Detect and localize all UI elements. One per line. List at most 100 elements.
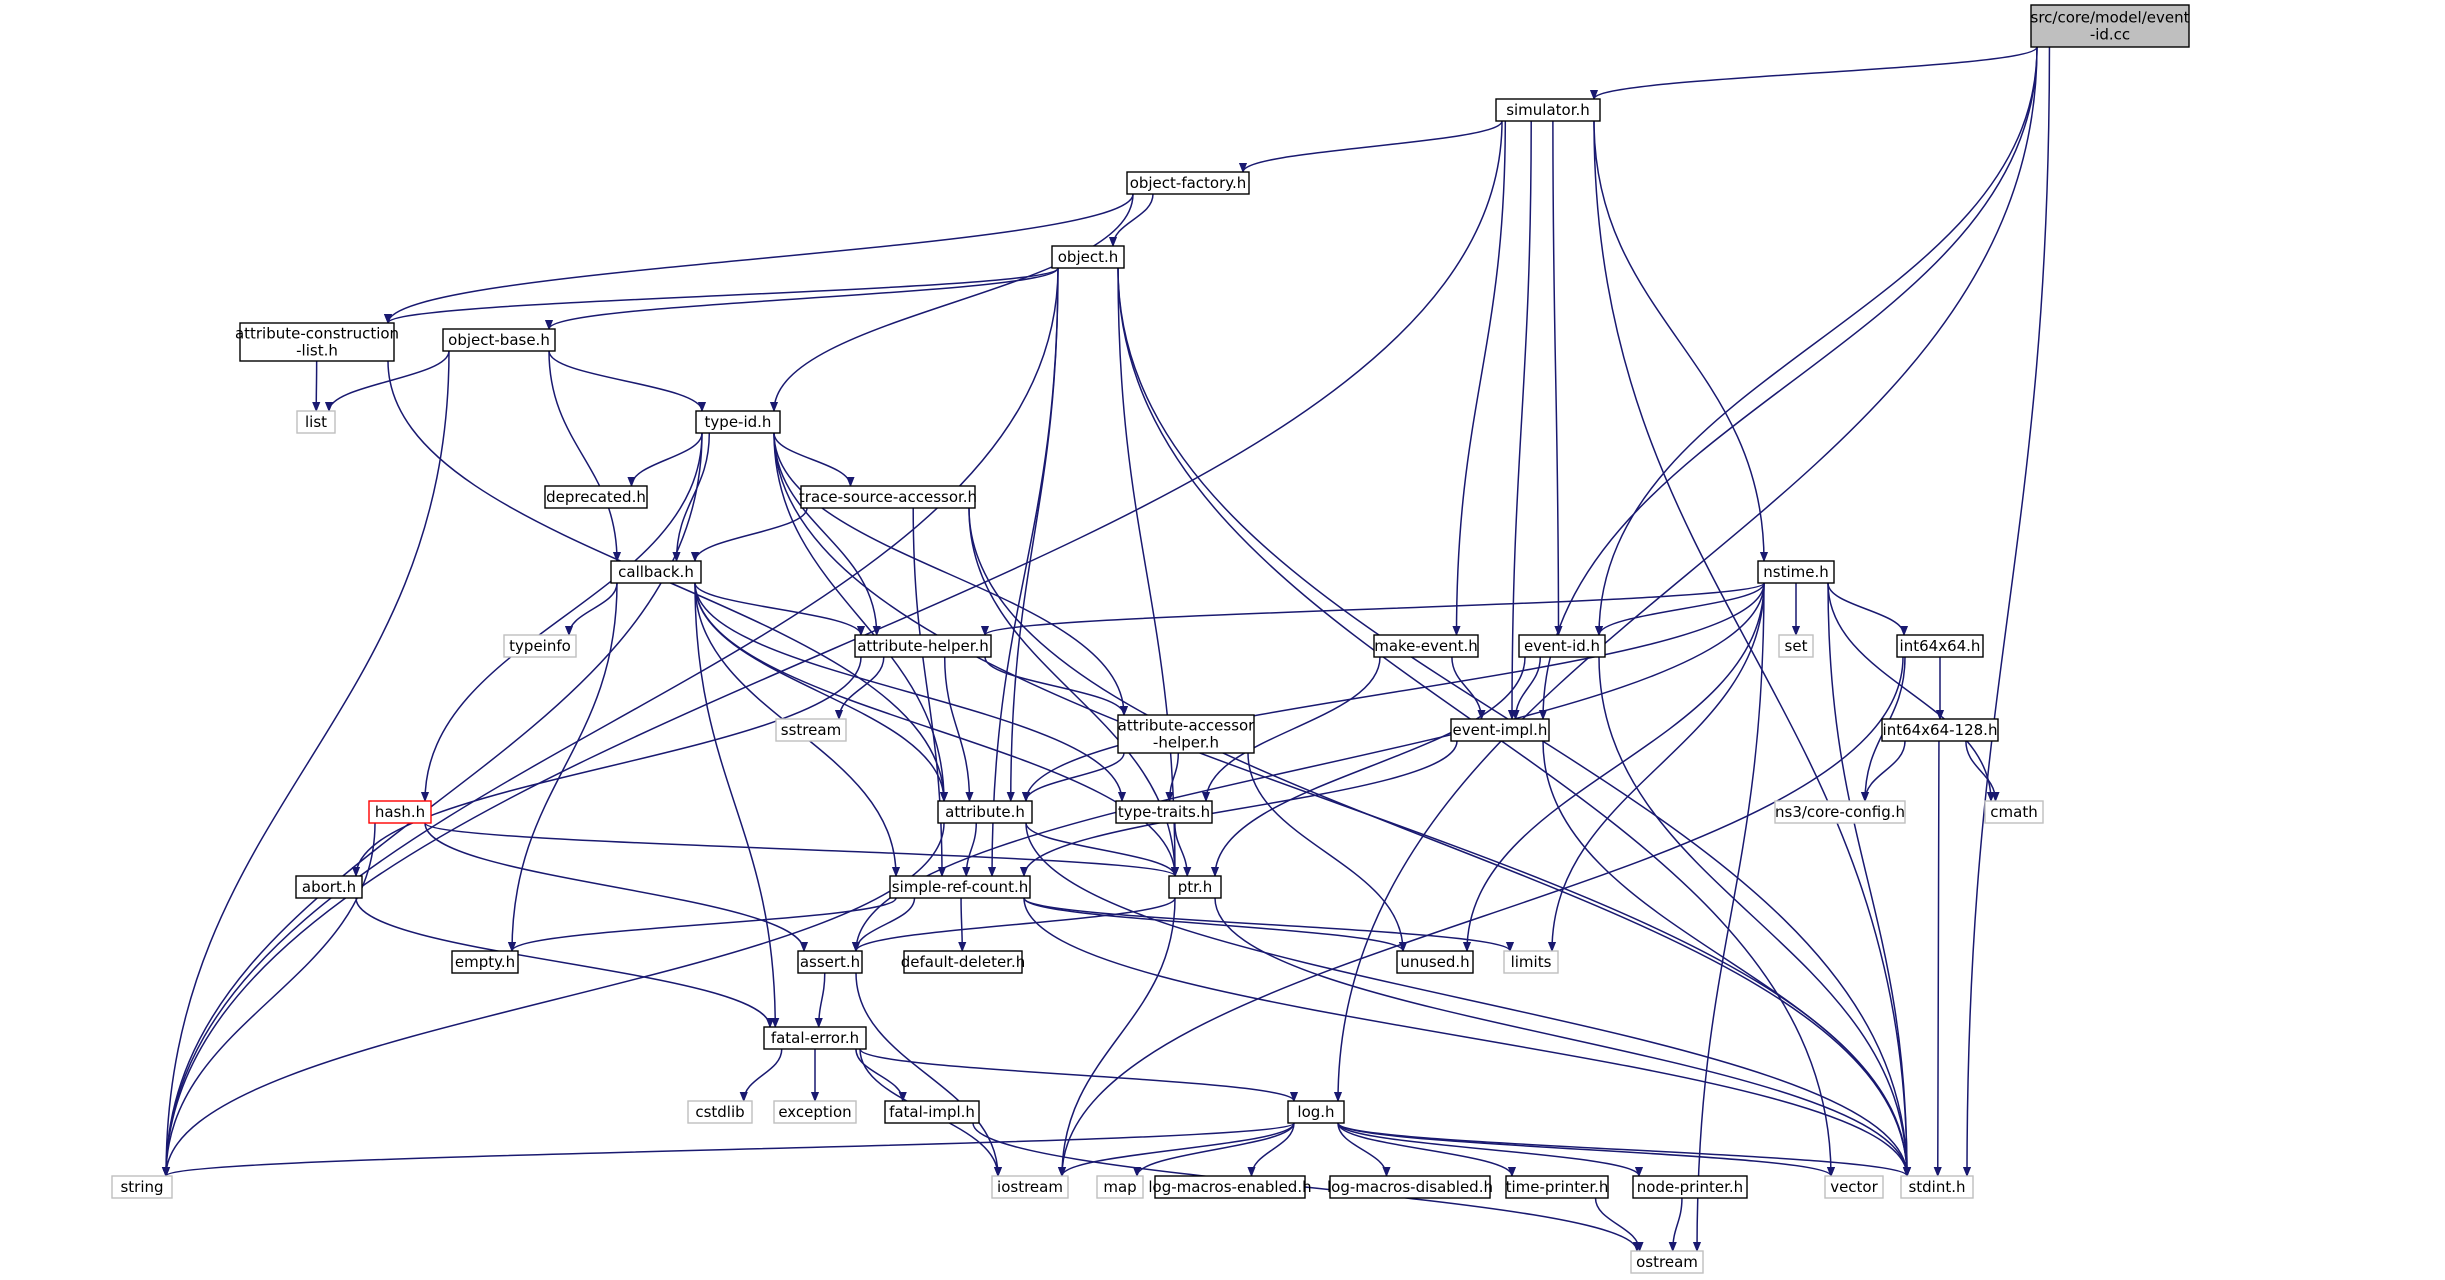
edge-ptr-h-to-assert-h (856, 897, 1176, 952)
edge-node-printer-h-to-ostream (1673, 1197, 1683, 1251)
node-callback-h[interactable]: callback.h (610, 560, 702, 584)
edge-callback-h-to-type-traits-h (694, 582, 1122, 801)
edge-fatal-error-h-to-fatal-impl-h (855, 1048, 903, 1102)
edge-attr-acc-h-to-unused-h (1247, 752, 1403, 951)
node-node-printer-h[interactable]: node-printer.h (1632, 1175, 1748, 1199)
node-label: type-id.h (705, 413, 772, 431)
node-attribute-accessor-helper-h[interactable]: attribute-accessor-helper.h (1117, 714, 1256, 754)
edge-log-h-to-time-printer-h (1337, 1122, 1512, 1177)
node-box (1778, 634, 1814, 658)
node-box (610, 560, 702, 584)
node-unused-h[interactable]: unused.h (1396, 950, 1474, 974)
node-label: hash.h (375, 803, 425, 821)
node-label: set (1785, 637, 1808, 655)
edge-type-id-h-to-deprecated-h (632, 432, 703, 487)
node-fatal-impl-h[interactable]: fatal-impl.h (884, 1100, 980, 1124)
node-label: attribute.h (945, 803, 1025, 821)
node-src-core-model-event-id-cc[interactable]: src/core/model/event-id.cc (2030, 4, 2190, 48)
node-box (903, 950, 1023, 974)
node-list: list (296, 410, 336, 434)
node-label: ostream (1636, 1253, 1698, 1271)
node-box (451, 950, 519, 974)
edge-hash-h-to-string (166, 822, 376, 1176)
edge-event-id-h-to-event-impl-h (1516, 656, 1542, 719)
node-attribute-h[interactable]: attribute.h (937, 800, 1033, 824)
node-limits: limits (1503, 950, 1559, 974)
edge-type-id-h-to-hash-h (425, 432, 703, 801)
node-box (889, 875, 1031, 899)
edge-log-h-to-iostream (1062, 1122, 1295, 1177)
edge-event-id-h-to-ptr-h (1215, 656, 1526, 876)
edge-callback-h-to-fatal-error-h (694, 582, 775, 1027)
edge-object-base-h-to-string (166, 350, 450, 1176)
node-set: set (1778, 634, 1814, 658)
edge-ptr-h-to-iostream (1062, 897, 1176, 1176)
node-label: limits (1511, 953, 1552, 971)
node-box (1329, 1175, 1491, 1199)
node-assert-h[interactable]: assert.h (797, 950, 863, 974)
node-event-id-h[interactable]: event-id.h (1518, 634, 1606, 658)
node-int64x64-128-h[interactable]: int64x64-128.h (1881, 718, 1999, 742)
node-typeinfo: typeinfo (503, 634, 577, 658)
node-object-h[interactable]: object.h (1051, 245, 1125, 269)
node-label: typeinfo (509, 637, 571, 655)
node-event-impl-h[interactable]: event-impl.h (1450, 718, 1550, 742)
node-label: node-printer.h (1637, 1178, 1743, 1196)
node-trace-source-accessor-h[interactable]: trace-source-accessor.h (799, 485, 977, 509)
edge-assert-h-to-iostream (855, 972, 998, 1176)
node-object-factory-h[interactable]: object-factory.h (1126, 171, 1250, 195)
edge-object-h-to-simple-ref-count-h (992, 267, 1059, 876)
node-nstime-h[interactable]: nstime.h (1757, 560, 1835, 584)
edge-object-base-h-to-list (329, 350, 450, 412)
node-empty-h[interactable]: empty.h (451, 950, 519, 974)
edge-root-to-log-h (1338, 46, 2038, 1101)
node-deprecated-h[interactable]: deprecated.h (544, 485, 648, 509)
node-simple-ref-count-h[interactable]: simple-ref-count.h (889, 875, 1031, 899)
node-box (544, 485, 648, 509)
node-time-printer-h[interactable]: time-printer.h (1505, 1175, 1609, 1199)
node-attribute-helper-h[interactable]: attribute-helper.h (854, 634, 992, 658)
edge-attr-helper-h-to-attribute-h (943, 656, 970, 801)
edge-attr-helper-h-to-attr-acc-h (984, 656, 1124, 716)
node-hash-h[interactable]: hash.h (368, 800, 432, 824)
node-make-event-h[interactable]: make-event.h (1373, 634, 1479, 658)
node-type-id-h[interactable]: type-id.h (695, 410, 781, 434)
node-iostream: iostream (991, 1175, 1069, 1199)
node-cstdlib: cstdlib (687, 1100, 753, 1124)
node-abort-h[interactable]: abort.h (295, 875, 363, 899)
node-attribute-construction-list-h[interactable]: attribute-construction-list.h (235, 322, 399, 362)
edge-make-event-h-to-type-traits-h (1206, 656, 1381, 801)
node-int64x64-h[interactable]: int64x64.h (1896, 634, 1984, 658)
edge-attr-helper-h-to-abort-h (356, 656, 862, 876)
edge-simple-ref-count-h-to-unused-h (1023, 897, 1403, 952)
node-default-deleter-h[interactable]: default-deleter.h (901, 950, 1026, 974)
node-box (1287, 1100, 1345, 1124)
node-label: abort.h (302, 878, 356, 896)
edge-abort-h-to-fatal-error-h (355, 897, 770, 1028)
node-log-macros-disabled-h[interactable]: log-macros-disabled.h (1327, 1175, 1493, 1199)
edge-simple-ref-count-h-to-empty-h (512, 897, 897, 952)
node-log-h[interactable]: log.h (1287, 1100, 1345, 1124)
edge-log-h-to-stdint-h (1337, 1122, 1907, 1177)
node-label: iostream (997, 1178, 1063, 1196)
node-box (1096, 1175, 1144, 1199)
edge-simple-ref-count-h-to-default-deleter-h (961, 897, 962, 951)
edge-int64x64-128-h-to-stdint-h (1938, 740, 1939, 1176)
node-object-base-h[interactable]: object-base.h (442, 328, 556, 352)
node-fatal-error-h[interactable]: fatal-error.h (763, 1026, 867, 1050)
node-label: exception (778, 1103, 851, 1121)
node-type-traits-h[interactable]: type-traits.h (1115, 800, 1213, 824)
edge-hash-h-to-ptr-h (424, 822, 1175, 877)
node-label: object-base.h (448, 331, 550, 349)
node-log-macros-enabled-h[interactable]: log-macros-enabled.h (1148, 1175, 1312, 1199)
node-box (773, 1100, 857, 1124)
edge-type-id-h-to-attr-helper-h (773, 432, 877, 635)
edge-attribute-h-to-simple-ref-count-h (966, 822, 977, 876)
edge-event-impl-h-to-stdint-h (1542, 740, 1907, 1176)
node-box (1881, 718, 1999, 742)
edge-attr-acc-h-to-type-traits-h (1170, 752, 1180, 801)
edge-object-base-h-to-type-id-h (548, 350, 702, 412)
node-simulator-h[interactable]: simulator.h (1495, 98, 1601, 122)
node-ptr-h[interactable]: ptr.h (1168, 875, 1222, 899)
edge-type-id-h-to-trace-src-h (773, 432, 851, 487)
